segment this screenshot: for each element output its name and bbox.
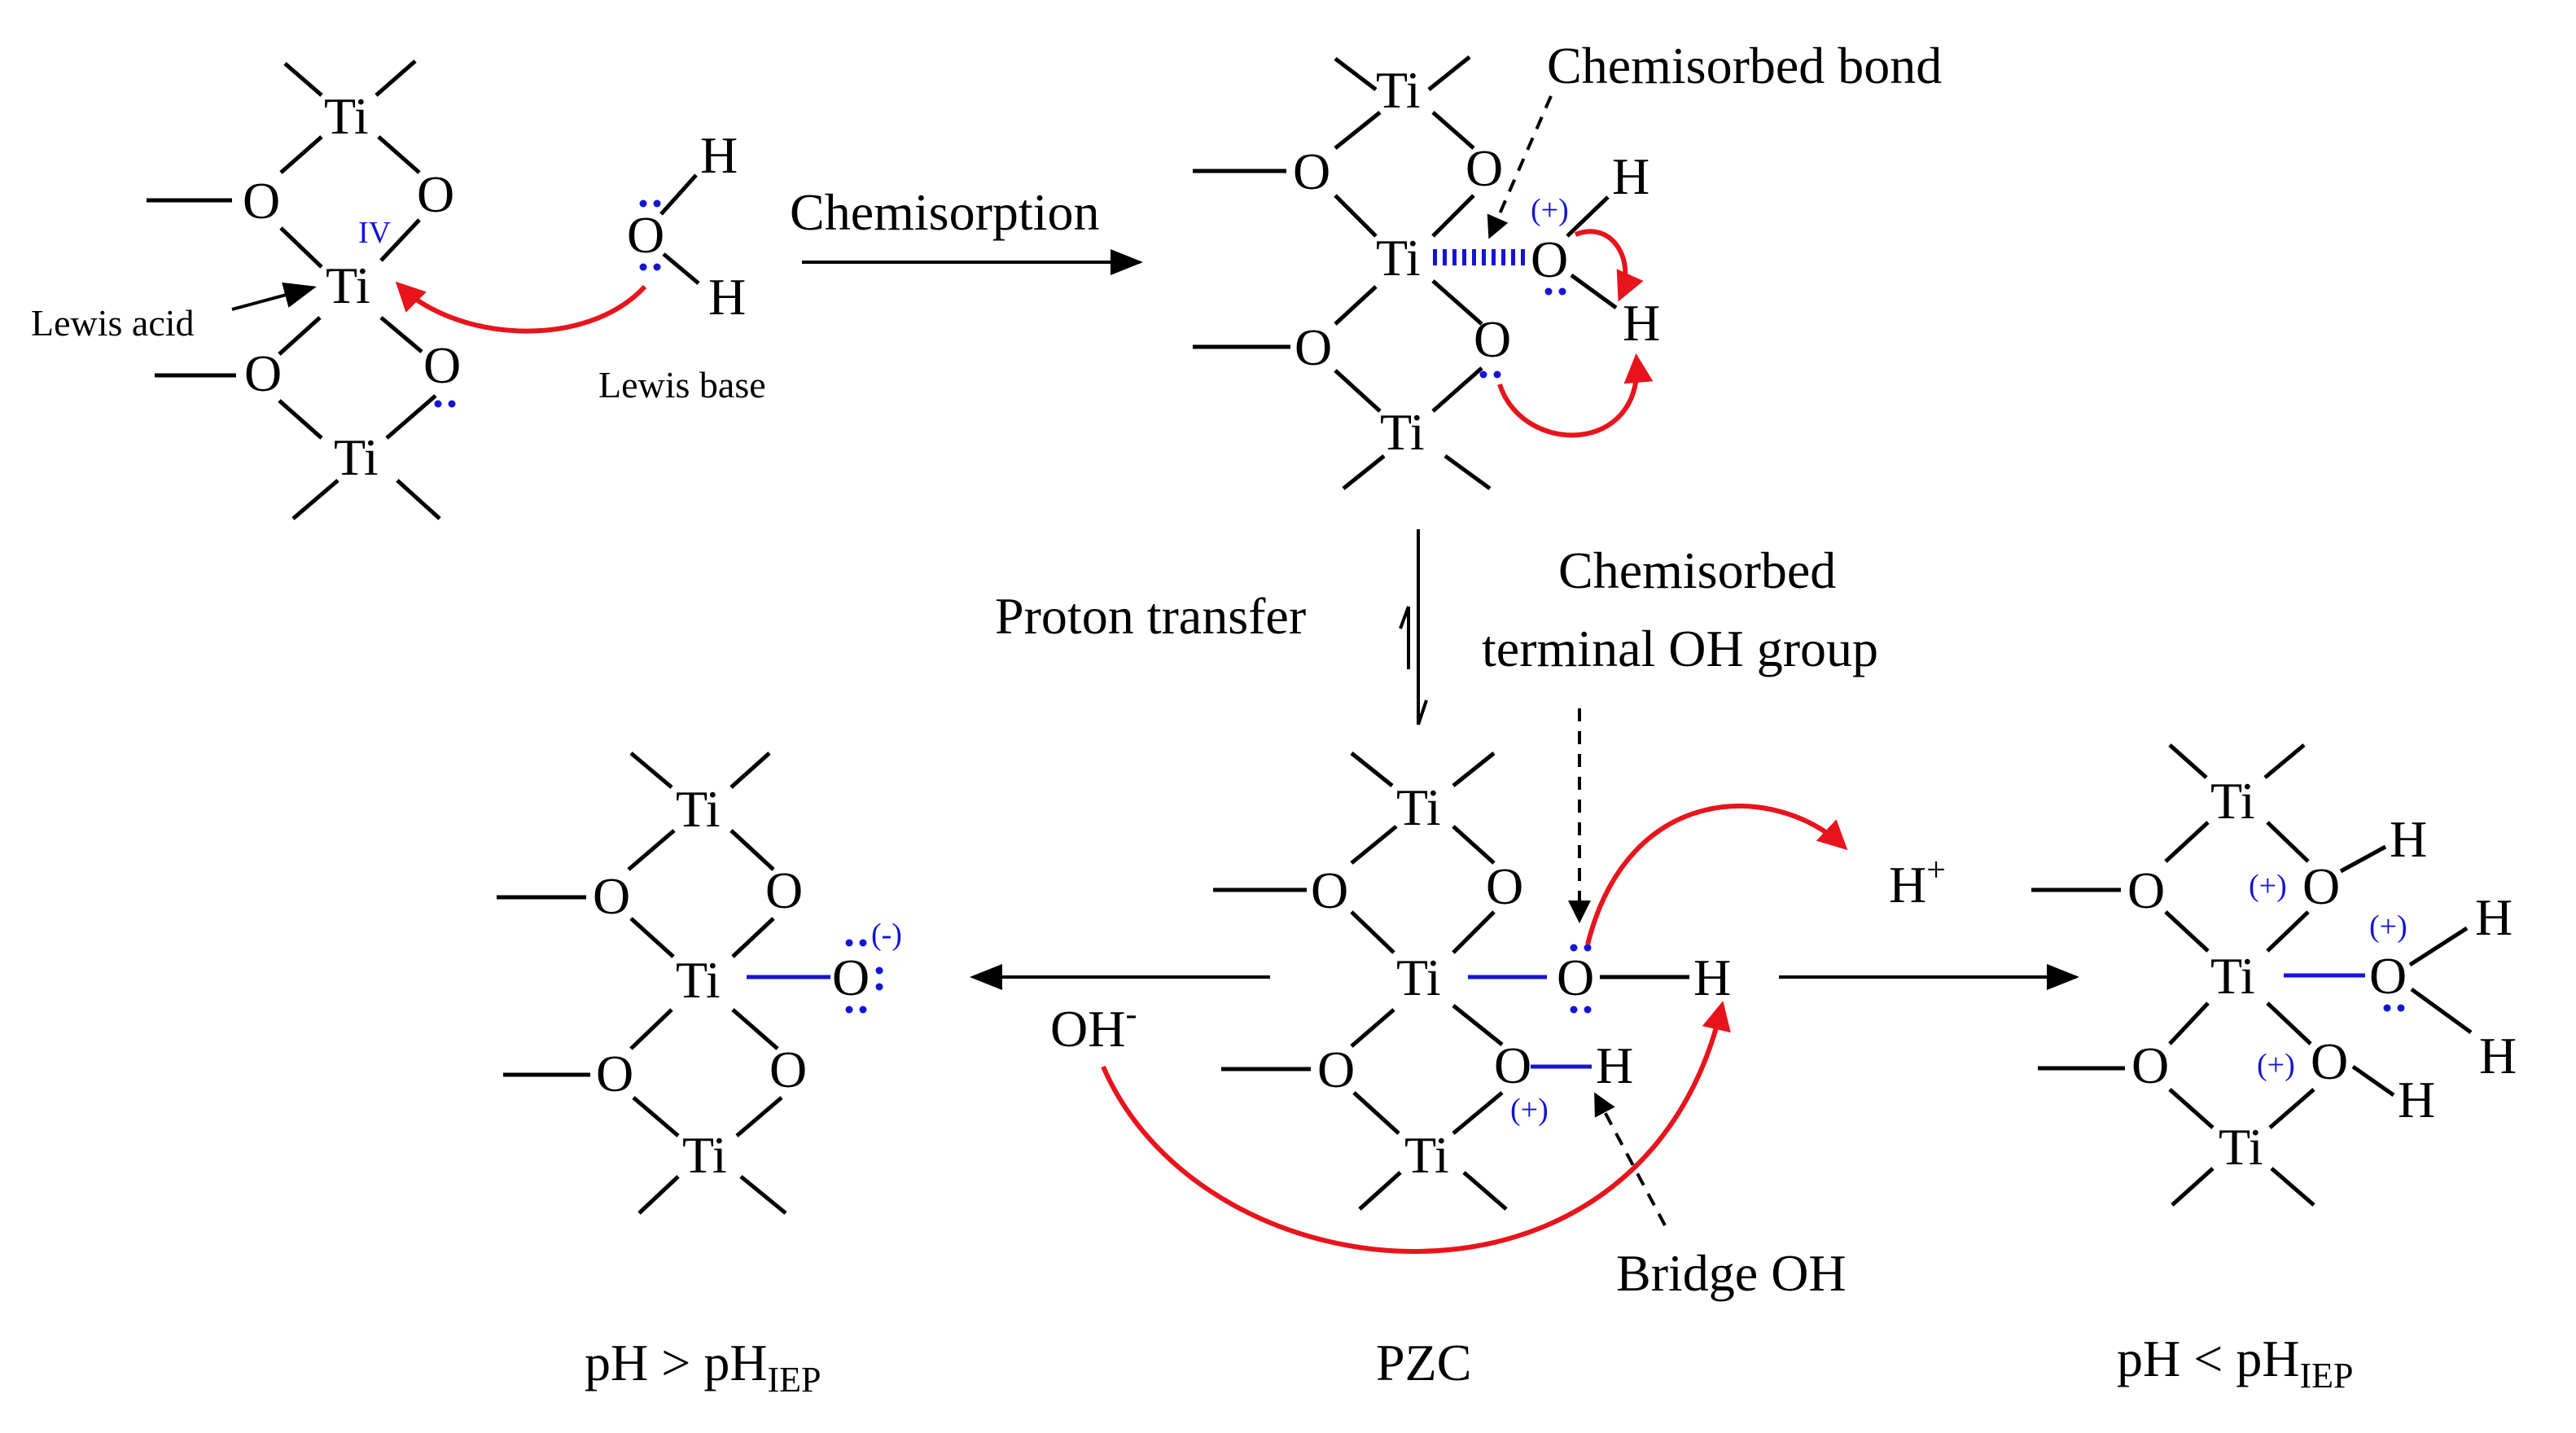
positive-charge-label: (+) (2369, 909, 2407, 944)
lone-pair-dots-icon (845, 939, 883, 1014)
pzc-label: PZC (1376, 1334, 1471, 1391)
o-atom: O (244, 344, 282, 402)
structure-4-deprotonated-surface: Ti O O Ti O O Ti O (-) (497, 752, 902, 1215)
o-atom: O (423, 336, 461, 394)
lone-pair-dots-icon (434, 400, 456, 408)
o-atom: O (2127, 861, 2165, 919)
terminal-h-atom: H (1693, 949, 1731, 1006)
lone-pair-dots-icon (639, 199, 661, 271)
structure-2-chemisorbed-water: Ti O O Ti O O Ti O (+) H H Chemisorbed b… (1193, 37, 1942, 491)
o-atom: O (1474, 310, 1511, 368)
ti-atom: Ti (682, 1126, 727, 1184)
lewis-acid-label: Lewis acid (31, 302, 195, 344)
o-atom: O (417, 165, 454, 223)
ti-atom: Ti (1376, 61, 1421, 119)
lone-pair-dots-icon (1479, 370, 1501, 379)
terminal-h-atom: H (2475, 888, 2512, 946)
ti-atom: Ti (2210, 772, 2255, 830)
ti-atom: Ti (1380, 403, 1425, 461)
o-atom: O (593, 867, 630, 925)
lewis-base-label: Lewis base (598, 364, 766, 405)
hydroxide-label: OH- (1050, 996, 1137, 1058)
structure-5-protonated-surface: Ti O O (+) H Ti O (+) H H O O (+) H Ti (2031, 743, 2517, 1207)
ti-atom: Ti (1396, 778, 1441, 836)
lone-pair-dots-icon (2383, 1004, 2405, 1012)
positive-charge-label: (+) (1531, 193, 1569, 227)
chemisorbed-terminal-label-line1: Chemisorbed (1558, 541, 1836, 599)
terminal-o-anion: O (832, 949, 870, 1006)
ti-atom-center: Ti (676, 951, 721, 1009)
h-plus-label: H+ (1889, 852, 1946, 914)
positive-charge-label: (+) (2257, 1048, 2295, 1082)
bridge-o-atom: O (1494, 1036, 1531, 1094)
negative-charge-label: (-) (871, 918, 902, 952)
bridge-h-atom: H (1596, 1036, 1633, 1094)
o-atom: O (1293, 142, 1330, 200)
water-h-atom: H (1623, 294, 1660, 352)
water-o-atom: O (1531, 230, 1568, 288)
o-atom: O (765, 861, 803, 919)
lone-pair-dots-icon (1570, 944, 1592, 1014)
o-atom: O (2131, 1036, 2169, 1094)
bridge-h-atom: H (2398, 1071, 2435, 1128)
positive-charge-label: (+) (1510, 1093, 1549, 1127)
ti-atom-center: Ti (326, 256, 370, 314)
water-h-atom: H (700, 126, 738, 184)
terminal-o-atom: O (1557, 949, 1594, 1006)
lone-pair-dots-icon (1544, 287, 1566, 296)
bridge-oh-pointer (1594, 1092, 1667, 1226)
o-atom: O (1465, 139, 1503, 197)
terminal-h-atom: H (2479, 1027, 2517, 1085)
water-h-atom: H (1612, 147, 1649, 205)
ti-atom: Ti (1404, 1126, 1449, 1184)
o-atom: O (1317, 1041, 1355, 1098)
terminal-o-atom: O (2369, 947, 2407, 1005)
o-atom: O (1486, 857, 1523, 915)
ti-atom-center: Ti (1376, 229, 1421, 287)
oxidation-state-label: IV (358, 216, 392, 250)
ti-atom: Ti (334, 428, 379, 486)
ti-atom: Ti (676, 780, 721, 838)
water-o-atom: O (627, 206, 664, 264)
ti-atom-center: Ti (1396, 949, 1441, 1006)
o-atom: O (1295, 318, 1332, 376)
curved-electron-arrow-icon (1101, 1001, 1731, 1254)
bridge-o-atom: O (2311, 1032, 2348, 1090)
curved-electron-arrow-icon (1497, 353, 1654, 438)
o-atom: O (596, 1045, 633, 1102)
curved-electron-arrow-icon (1585, 804, 1848, 945)
o-atom: O (2302, 857, 2340, 915)
chemisorbed-bond-label: Chemisorbed bond (1547, 37, 1942, 94)
chemisorbed-bond-pointer (1487, 95, 1553, 239)
curved-electron-arrow-icon (395, 281, 647, 334)
h-atom: H (2390, 810, 2427, 868)
structure-3-pzc: Ti O O Ti O O (+) Ti O H H H+ Bridge OH (1101, 752, 1946, 1302)
ti-atom: Ti (2219, 1118, 2263, 1176)
chemisorbed-terminal-label-line2: terminal OH group (1482, 620, 1878, 677)
positive-charge-label: (+) (2249, 869, 2287, 903)
proton-transfer-label: Proton transfer (995, 587, 1306, 645)
structure-1-titanium-cluster: Ti O O Ti IV O O Ti Lewis acid O H H Lew… (31, 59, 766, 520)
chemisorption-label: Chemisorption (790, 183, 1099, 241)
acidic-condition-label: pH < pHIEP (2117, 1330, 2354, 1396)
o-atom: O (769, 1041, 807, 1098)
bridge-oh-label: Bridge OH (1616, 1244, 1847, 1302)
ti-atom: Ti (324, 87, 369, 145)
curved-electron-arrow-icon (1574, 229, 1644, 302)
basic-condition-label: pH > pHIEP (585, 1334, 821, 1400)
water-h-atom: H (708, 268, 746, 326)
o-atom: O (243, 172, 280, 230)
ti-atom-center: Ti (2210, 947, 2255, 1005)
o-atom: O (1311, 861, 1348, 919)
